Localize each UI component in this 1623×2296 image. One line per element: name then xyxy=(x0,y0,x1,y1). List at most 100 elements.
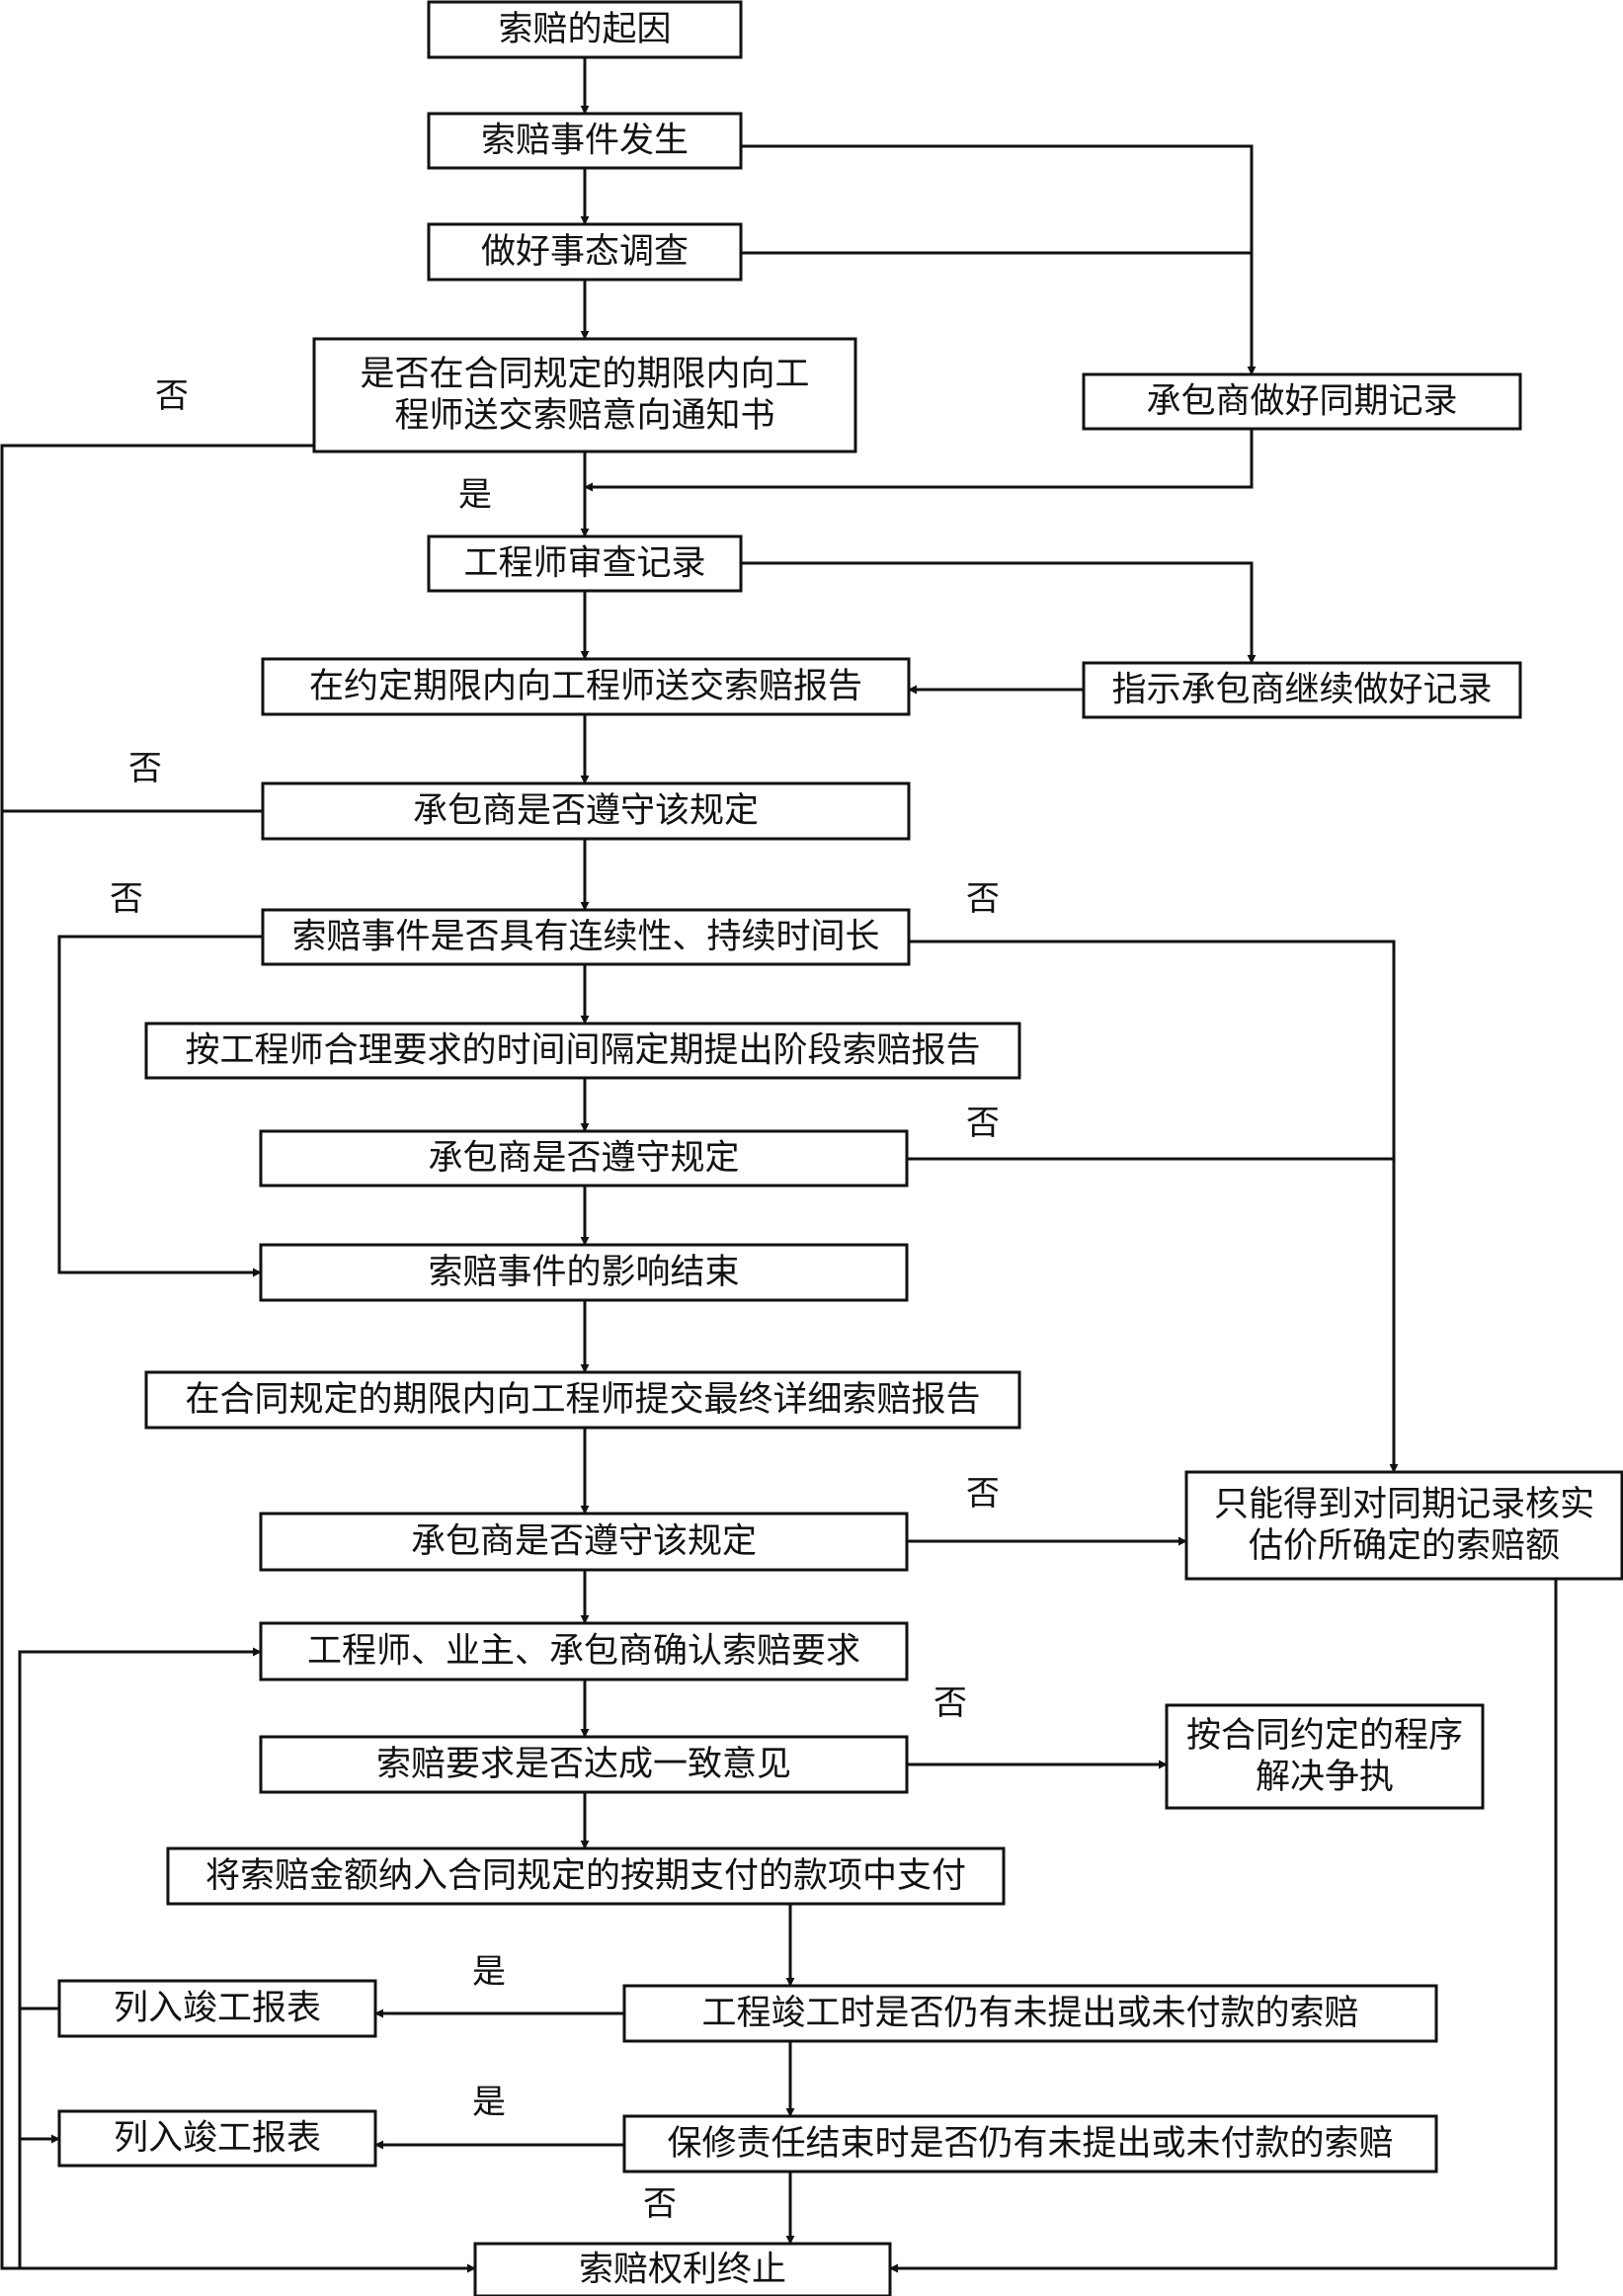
no-label: 否 xyxy=(128,749,162,788)
flow-node-box xyxy=(1082,661,1522,719)
arrow-connector xyxy=(741,144,1257,375)
arrow-connector xyxy=(57,935,263,1277)
flow-node-n21: 工程竣工时是否仍有未提出或未付款的索赔 xyxy=(622,1984,1438,2043)
flow-node-n24: 列入竣工报表 xyxy=(57,2109,377,2168)
process-boxes: 索赔的起因索赔事件发生做好事态调查是否在合同规定的期限内向工程师送交索赔意向通知… xyxy=(57,0,1623,2296)
flow-node-text: 在约定期限内向工程师送交索赔报告 xyxy=(309,667,862,706)
flow-node-text: 承包商做好同期记录 xyxy=(1146,382,1457,422)
flow-node-text: 工程竣工时是否仍有未提出或未付款的索赔 xyxy=(701,1994,1358,2033)
flow-node-box xyxy=(57,1979,377,2038)
flow-node-box xyxy=(622,1984,1438,2043)
flow-node-box xyxy=(473,2242,892,2296)
arrow-connector xyxy=(889,1579,1558,2273)
flow-node-box xyxy=(166,1846,1006,1906)
flow-node-box xyxy=(144,1370,1021,1430)
flow-node-text: 按工程师合理要求的时间间隔定期提出阶段索赔报告 xyxy=(185,1031,980,1071)
flow-node-text: 承包商是否遵守该规定 xyxy=(413,791,759,831)
branch-labels: 否是否否否否否否是是否 xyxy=(110,376,1000,2224)
flow-node-n09: 承包商是否遵守该规定 xyxy=(261,781,911,841)
no-label: 否 xyxy=(966,879,1000,919)
flow-node-n01: 索赔的起因 xyxy=(427,0,743,59)
flow-node-box xyxy=(259,1735,909,1794)
connector-lines xyxy=(0,57,1558,2273)
flow-node-text: 是否在合同规定的期限内向工 xyxy=(360,355,809,394)
flow-node-text: 索赔事件是否具有连续性、持续时间长 xyxy=(291,918,879,957)
flow-node-n06: 工程师审查记录 xyxy=(427,534,743,593)
flow-node-text: 指示承包商继续做好记录 xyxy=(1111,671,1492,710)
flow-node-text: 索赔要求是否达成一致意见 xyxy=(376,1745,791,1784)
flow-node-n18: 索赔要求是否达成一致意见 xyxy=(259,1735,909,1794)
flow-node-n14: 在合同规定的期限内向工程师提交最终详细索赔报告 xyxy=(144,1370,1021,1430)
flow-node-text: 保修责任结束时是否仍有未提出或未付款的索赔 xyxy=(667,2124,1393,2164)
yes-label: 是 xyxy=(458,475,492,515)
flow-node-text: 将索赔金额纳入合同规定的按期支付的款项中支付 xyxy=(205,1856,966,1896)
flow-node-n05: 承包商做好同期记录 xyxy=(1082,372,1522,431)
flow-node-n07: 在约定期限内向工程师送交索赔报告 xyxy=(261,657,911,716)
no-label: 否 xyxy=(966,1104,1000,1143)
flow-node-n22: 列入竣工报表 xyxy=(57,1979,377,2038)
arrow-connector xyxy=(584,429,1254,492)
flow-node-n23: 保修责任结束时是否仍有未提出或未付款的索赔 xyxy=(622,2114,1438,2173)
yes-label: 是 xyxy=(472,1952,506,1992)
flow-node-box xyxy=(261,781,911,841)
no-label: 否 xyxy=(155,376,189,416)
arrow-connector xyxy=(0,444,476,2273)
flow-node-text: 索赔事件的影响结束 xyxy=(428,1253,739,1292)
flow-node-n20: 将索赔金额纳入合同规定的按期支付的款项中支付 xyxy=(166,1846,1006,1906)
flow-node-box xyxy=(261,908,911,966)
flow-node-box xyxy=(1184,1470,1623,1581)
flow-node-box xyxy=(427,534,743,593)
no-label: 否 xyxy=(966,1474,1000,1514)
flow-node-n17: 工程师、业主、承包商确认索赔要求 xyxy=(259,1621,909,1681)
arrow-connector xyxy=(18,1647,262,2010)
flow-node-box xyxy=(57,2109,377,2168)
flow-node-box xyxy=(622,2114,1438,2173)
flow-node-box xyxy=(259,1129,909,1188)
flow-node-n12: 承包商是否遵守规定 xyxy=(259,1129,909,1188)
flow-node-n02: 索赔事件发生 xyxy=(427,112,743,170)
flow-node-n13: 索赔事件的影响结束 xyxy=(259,1243,909,1302)
flow-node-box xyxy=(261,657,911,716)
flow-node-text: 工程师审查记录 xyxy=(463,544,705,584)
flow-node-n25: 索赔权利终止 xyxy=(473,2242,892,2296)
no-label: 否 xyxy=(110,879,143,919)
flow-node-n11: 按工程师合理要求的时间间隔定期提出阶段索赔报告 xyxy=(144,1022,1021,1080)
flow-node-box xyxy=(1165,1703,1485,1810)
flow-node-box xyxy=(259,1621,909,1681)
no-label: 否 xyxy=(933,1683,967,1723)
flow-node-box xyxy=(259,1512,909,1572)
flow-node-text: 列入竣工报表 xyxy=(114,2119,321,2159)
flow-node-text: 在合同规定的期限内向工程师提交最终详细索赔报告 xyxy=(185,1380,980,1420)
flow-node-text: 只能得到对同期记录核实 xyxy=(1214,1485,1594,1524)
flow-node-box xyxy=(312,337,857,453)
no-label: 否 xyxy=(643,2184,677,2224)
flow-node-text: 索赔的起因 xyxy=(498,10,671,49)
flow-node-box xyxy=(259,1243,909,1302)
flow-node-text: 按合同约定的程序 xyxy=(1186,1716,1463,1756)
flow-node-n08: 指示承包商继续做好记录 xyxy=(1082,661,1522,719)
flow-node-n15: 承包商是否遵守该规定 xyxy=(259,1512,909,1572)
flow-node-text: 索赔事件发生 xyxy=(481,122,689,161)
flow-node-text: 索赔权利终止 xyxy=(579,2251,786,2290)
flow-node-text: 工程师、业主、承包商确认索赔要求 xyxy=(307,1632,860,1672)
flow-node-text: 承包商是否遵守规定 xyxy=(428,1139,739,1179)
flow-node-box xyxy=(1082,372,1522,431)
flow-node-box xyxy=(427,112,743,170)
flow-node-box xyxy=(144,1022,1021,1080)
flow-node-text: 做好事态调查 xyxy=(481,232,689,272)
flow-node-box xyxy=(427,222,743,282)
flow-node-n10: 索赔事件是否具有连续性、持续时间长 xyxy=(261,908,911,966)
flow-node-box xyxy=(427,0,743,59)
flow-node-text: 估价所确定的索赔额 xyxy=(1249,1526,1560,1566)
arrow-connector xyxy=(741,561,1257,664)
yes-label: 是 xyxy=(472,2083,506,2122)
flow-node-text: 程师送交索赔意向通知书 xyxy=(394,396,774,436)
arrow-connector xyxy=(909,940,1399,1473)
flow-node-text: 承包商是否遵守该规定 xyxy=(411,1522,757,1562)
flow-node-n03: 做好事态调查 xyxy=(427,222,743,282)
